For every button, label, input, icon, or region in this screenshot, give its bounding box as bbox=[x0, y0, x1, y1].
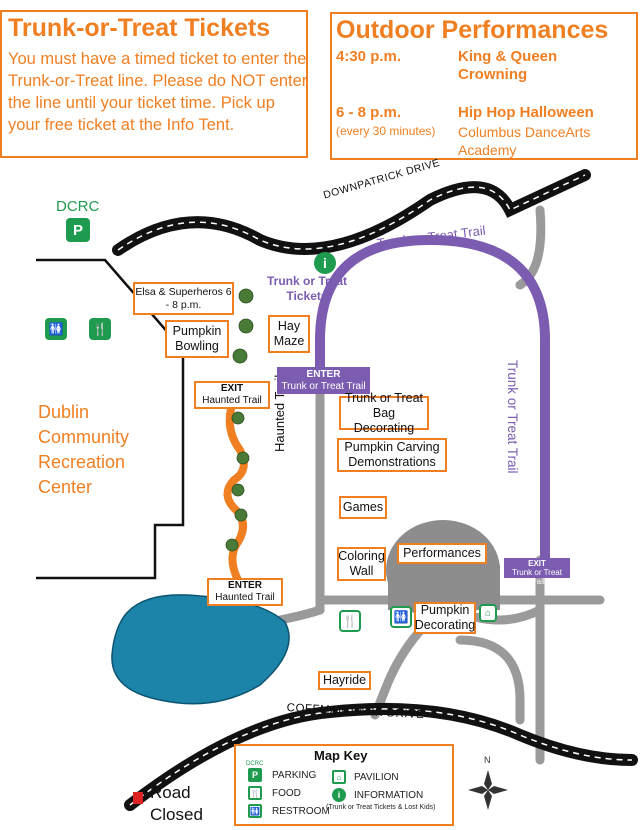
key-restroom-icon: 🚻 bbox=[248, 804, 262, 818]
dcrc-label: DCRC bbox=[56, 198, 100, 215]
tickets-title: Trunk-or-Treat Tickets bbox=[8, 14, 271, 42]
food-icon: 🍴 bbox=[89, 318, 111, 340]
perf-note-2: (every 30 minutes) bbox=[336, 124, 436, 138]
downpatrick-drive-center bbox=[117, 174, 586, 251]
perf-name-1: King & Queen Crowning bbox=[458, 48, 558, 83]
label-enter-trunk: ENTER Trunk or Treat Trail bbox=[277, 367, 370, 394]
coffman-park-drive-center bbox=[129, 708, 633, 806]
label-performances: Performances bbox=[397, 543, 487, 564]
performances-panel: Outdoor Performances 4:30 p.m. King & Qu… bbox=[330, 12, 638, 160]
compass-north-label: N bbox=[484, 755, 491, 765]
exit-trunk-title: EXIT bbox=[528, 559, 546, 568]
compass-rose bbox=[468, 770, 508, 810]
food-icon-plaza: 🍴 bbox=[339, 610, 361, 632]
key-pavilion: PAVILION bbox=[354, 772, 399, 783]
key-food: FOOD bbox=[272, 788, 301, 799]
key-pavilion-icon: ⌂ bbox=[332, 770, 346, 784]
pavilion-icon: ⌂ bbox=[479, 604, 497, 622]
label-hay-maze: Hay Maze bbox=[268, 315, 310, 353]
key-parking-icon: P bbox=[248, 768, 262, 782]
key-dcrc-label: DCRC bbox=[246, 761, 264, 767]
map-key: Map Key DCRC P PARKING 🍴 FOOD 🚻 RESTROOM… bbox=[234, 744, 454, 826]
perf-name-2: Hip Hop Halloween bbox=[458, 104, 594, 121]
key-parking: PARKING bbox=[272, 770, 317, 781]
key-restroom: RESTROOM bbox=[272, 806, 330, 817]
building-label: Dublin Community Recreation Center bbox=[38, 402, 130, 497]
performances-title: Outdoor Performances bbox=[336, 16, 609, 44]
pond bbox=[111, 594, 290, 705]
trunk-or-treat-trail bbox=[315, 234, 550, 565]
label-enter-haunted: ENTER Haunted Trail bbox=[207, 578, 283, 606]
building-outline bbox=[36, 258, 185, 580]
exit-haunted-title: EXIT bbox=[220, 383, 244, 394]
enter-haunted-sub: Haunted Trail bbox=[215, 592, 275, 603]
label-exit-haunted: EXIT Haunted Trail bbox=[194, 381, 270, 409]
key-food-icon: 🍴 bbox=[248, 786, 262, 800]
perf-time-2: 6 - 8 p.m. bbox=[336, 104, 402, 121]
exit-trunk-sub: Trunk or Treat Trail bbox=[512, 568, 562, 586]
label-hayride: Hayride bbox=[318, 671, 371, 690]
exit-haunted-sub: Haunted Trail bbox=[202, 395, 262, 406]
tickets-panel: Trunk-or-Treat Tickets You must have a t… bbox=[0, 10, 308, 158]
enter-trunk-sub: Trunk or Treat Trail bbox=[281, 381, 366, 392]
label-bag-decorating: Trunk or Treat Bag Decorating bbox=[339, 391, 429, 435]
label-coloring-wall: Coloring Wall bbox=[337, 547, 386, 581]
road-closed-label: Road Closed bbox=[150, 783, 203, 824]
label-games: Games bbox=[339, 496, 387, 519]
trunk-tickets-label: Trunk or Treat Tickets bbox=[266, 274, 348, 303]
map-key-title: Map Key bbox=[314, 748, 368, 763]
trunk-trail-side-label: Trunk or Treat Trail bbox=[505, 360, 520, 474]
information-icon: i bbox=[314, 252, 336, 274]
restroom-icon-plaza: 🚻 bbox=[390, 606, 412, 628]
trees bbox=[225, 288, 254, 552]
key-info-note: (Trunk or Treat Tickets & Lost Kids) bbox=[326, 804, 436, 811]
label-pumpkin-carving: Pumpkin Carving Demonstrations bbox=[337, 438, 447, 472]
label-elsa-superheros: Elsa & Superheros 6 - 8 p.m. bbox=[133, 282, 234, 315]
key-information: INFORMATION bbox=[354, 790, 424, 801]
road-closed-marker bbox=[133, 792, 143, 804]
label-pumpkin-decorating: Pumpkin Decorating bbox=[414, 602, 476, 634]
enter-haunted-title: ENTER bbox=[228, 580, 262, 591]
enter-trunk-title: ENTER bbox=[306, 369, 341, 380]
restroom-icon: 🚻 bbox=[45, 318, 67, 340]
label-exit-trunk: EXIT Trunk or Treat Trail bbox=[504, 558, 570, 586]
tickets-body: You must have a timed ticket to enter th… bbox=[8, 50, 308, 134]
perf-time-1: 4:30 p.m. bbox=[336, 48, 402, 65]
parking-icon: P bbox=[66, 218, 90, 242]
key-information-icon: i bbox=[332, 788, 346, 802]
label-pumpkin-bowling: Pumpkin Bowling bbox=[165, 320, 229, 358]
perf-sub-2: Columbus DanceArts Academy bbox=[458, 124, 591, 158]
